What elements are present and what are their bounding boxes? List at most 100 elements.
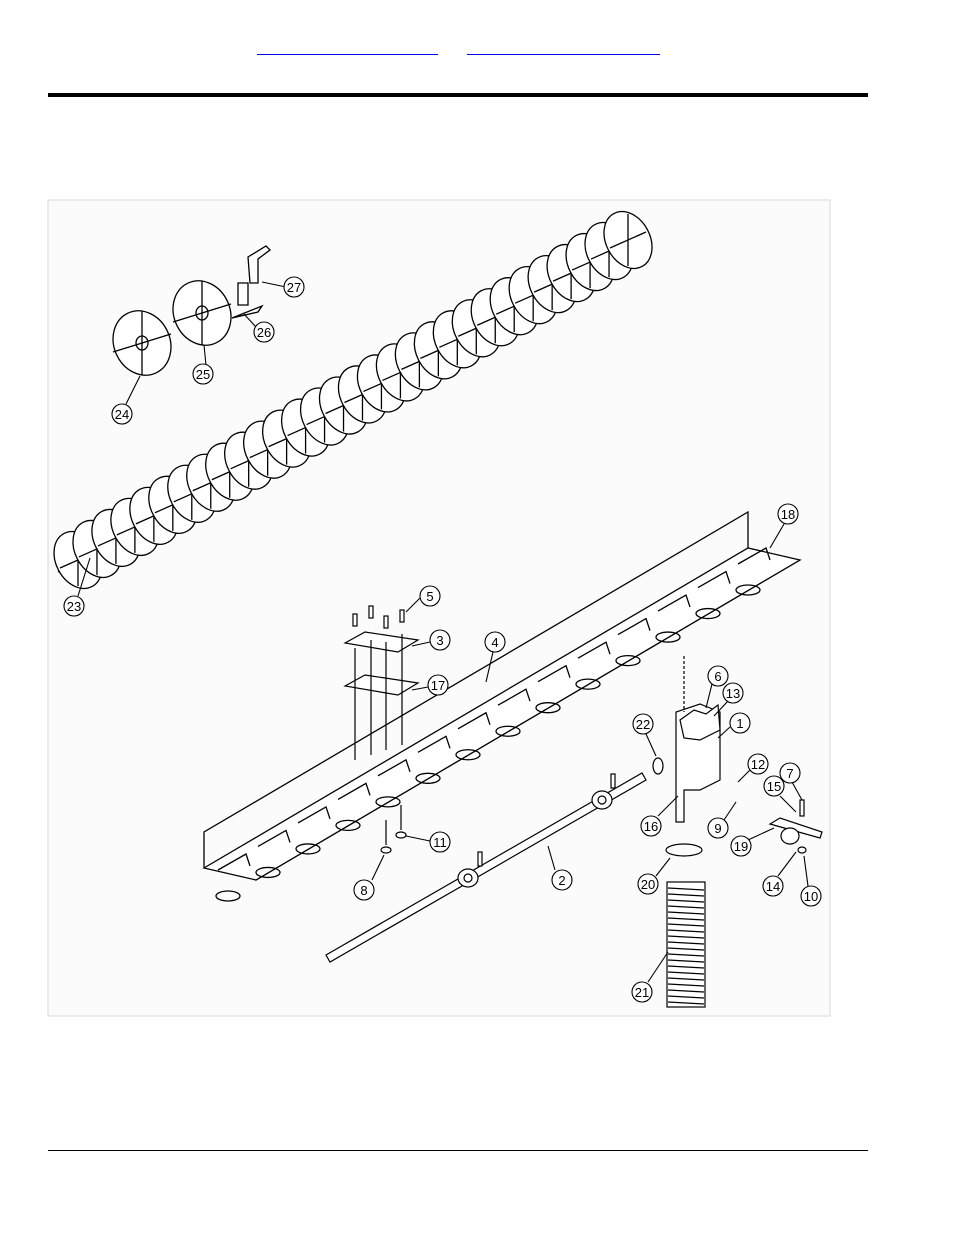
roller-disc [603, 210, 653, 270]
svg-text:25: 25 [196, 367, 210, 382]
trough-assembly [202, 510, 802, 902]
callout-2: 2 [547, 845, 573, 891]
svg-text:24: 24 [115, 407, 129, 422]
trough-cup [615, 654, 641, 667]
trough-cup [735, 584, 761, 596]
tube-ring [667, 941, 705, 945]
hanger-19 [768, 799, 823, 854]
tube-ring [667, 899, 705, 903]
bolts-5 [352, 605, 405, 629]
callout-3: 3 [411, 629, 451, 651]
svg-text:23: 23 [67, 599, 81, 614]
loose-parts [112, 245, 271, 376]
trough-divider [497, 688, 531, 706]
tube-21 [666, 881, 706, 1008]
callout-6: 6 [705, 665, 729, 709]
mount-plates [343, 605, 420, 760]
drive-shaft-2 [325, 772, 647, 963]
trough-divider [657, 594, 691, 612]
hardware-8-11 [380, 805, 407, 854]
header-link-right[interactable] [467, 38, 660, 55]
tube-ring [667, 893, 705, 897]
svg-text:20: 20 [641, 877, 655, 892]
svg-text:13: 13 [726, 686, 740, 701]
svg-text:11: 11 [433, 835, 447, 850]
trough-divider [337, 782, 371, 800]
disc-24 [112, 310, 172, 376]
callout-18: 18 [769, 503, 799, 549]
bearing-right [591, 773, 616, 810]
tube-ring [667, 965, 705, 969]
svg-text:27: 27 [287, 280, 301, 295]
callout-13: 13 [713, 682, 744, 717]
trough-cup [255, 866, 281, 879]
tube-ring [667, 977, 705, 981]
tube-ring [667, 989, 705, 993]
clip-27 [247, 245, 271, 284]
callout-17: 17 [411, 674, 449, 696]
callout-27: 27 [261, 276, 305, 298]
trough-divider [697, 570, 731, 589]
part-22 [652, 757, 664, 775]
trough-cup [335, 819, 361, 832]
svg-text:3: 3 [436, 633, 443, 648]
svg-text:5: 5 [426, 589, 433, 604]
tube-ring [667, 947, 705, 951]
callout-19: 19 [730, 827, 775, 857]
svg-text:4: 4 [491, 635, 498, 650]
callout-11: 11 [405, 831, 451, 853]
tube-ring [667, 953, 705, 957]
callout-16: 16 [640, 795, 679, 837]
drive-housing [652, 656, 721, 1008]
sprocket-1 [679, 703, 721, 741]
tube-ring [667, 905, 705, 909]
header-link-left[interactable] [257, 38, 438, 55]
callout-4: 4 [484, 631, 506, 683]
tube-ring [667, 971, 705, 975]
svg-text:1: 1 [736, 716, 743, 731]
bearing-left [457, 851, 483, 888]
trough-cup [495, 725, 521, 737]
trough-cup [375, 796, 401, 808]
svg-text:16: 16 [644, 819, 658, 834]
trough-divider [577, 641, 611, 659]
header-rule [48, 93, 868, 97]
trough-cup [295, 843, 321, 855]
trough-divider [537, 664, 571, 683]
svg-text:2: 2 [558, 873, 565, 888]
roller-discs [53, 210, 653, 590]
tube-ring [667, 1001, 705, 1005]
callout-21: 21 [631, 951, 669, 1003]
svg-text:19: 19 [734, 839, 748, 854]
callout-8: 8 [353, 854, 385, 901]
callout-15: 15 [763, 775, 797, 813]
callout-25: 25 [192, 344, 214, 385]
callout-12: 12 [737, 753, 769, 783]
trough-cup [655, 631, 681, 643]
tube-ring [667, 887, 705, 891]
callout-22: 22 [632, 713, 657, 757]
trough-back-wall [203, 510, 749, 868]
trough-divider [257, 829, 291, 848]
svg-text:6: 6 [714, 669, 721, 684]
callout-9: 9 [707, 801, 737, 839]
parts-diagram: 1 2 3 4 5 6 7 8 9 10 11 12 13 14 15 16 1… [47, 199, 831, 1017]
svg-text:10: 10 [804, 889, 818, 904]
footer-rule [48, 1150, 868, 1151]
trough-cup [415, 772, 441, 784]
trough-divider [297, 805, 331, 824]
roller-assembly [53, 210, 653, 590]
tube-ring [667, 959, 705, 963]
svg-text:7: 7 [786, 766, 793, 781]
plate-17 [343, 674, 420, 696]
callout-20: 20 [637, 857, 671, 895]
callout-14: 14 [762, 851, 797, 897]
disc-25 [172, 280, 232, 346]
trough-cup [695, 607, 721, 620]
callout-5: 5 [405, 585, 441, 613]
svg-text:18: 18 [781, 507, 795, 522]
trough-divider [457, 711, 491, 730]
trough-cup [535, 702, 561, 714]
trough-cup [455, 749, 481, 761]
callout-23: 23 [63, 557, 91, 617]
